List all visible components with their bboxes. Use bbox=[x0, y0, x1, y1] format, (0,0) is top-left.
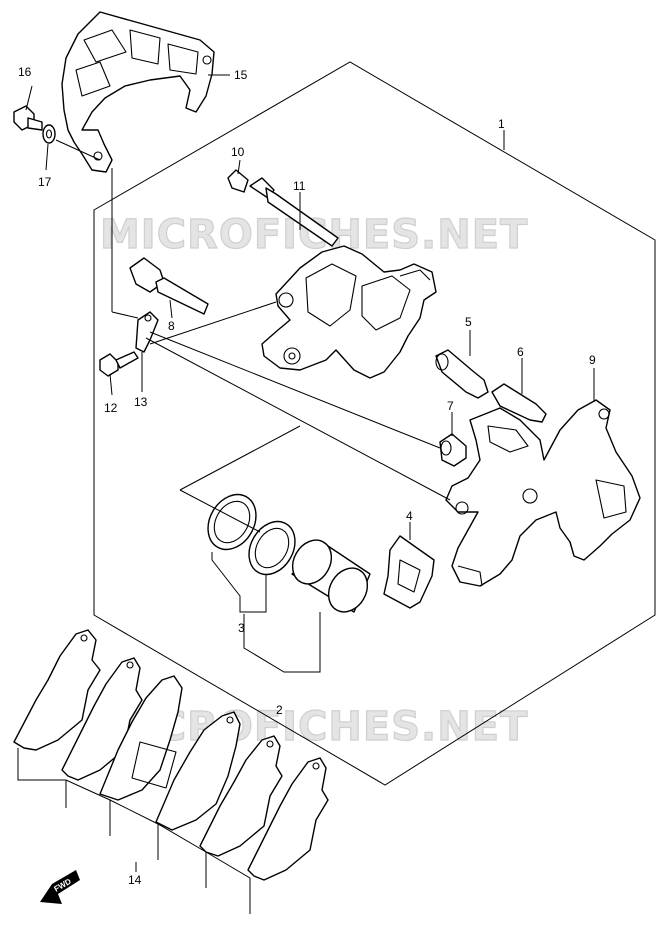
callout-6: 6 bbox=[517, 345, 524, 359]
callout-11: 11 bbox=[293, 179, 306, 193]
callout-13: 13 bbox=[134, 395, 148, 409]
callout-9: 9 bbox=[589, 353, 596, 367]
callout-17: 17 bbox=[38, 175, 52, 189]
callout-10: 10 bbox=[231, 145, 245, 159]
callout-14: 14 bbox=[128, 873, 142, 887]
part-14-brake-pads[interactable] bbox=[13, 629, 329, 881]
part-8-slide-pin[interactable] bbox=[129, 257, 209, 315]
part-9-caliper-bracket[interactable] bbox=[445, 399, 641, 587]
callout-16: 16 bbox=[18, 65, 32, 79]
callout-15: 15 bbox=[234, 68, 248, 82]
callout-5: 5 bbox=[465, 315, 472, 329]
part-7-boot[interactable] bbox=[439, 433, 467, 467]
forward-direction-arrow: FWD bbox=[40, 870, 80, 904]
caliper-assembly-boundary bbox=[93, 61, 656, 786]
part-17-washer[interactable] bbox=[42, 124, 56, 144]
part-3-piston-seal[interactable] bbox=[198, 486, 265, 558]
callout-7: 7 bbox=[447, 399, 454, 413]
part-15-caliper-guard[interactable] bbox=[61, 11, 215, 173]
part-13-bleeder-cap[interactable] bbox=[135, 311, 159, 353]
part-3-dust-seal[interactable] bbox=[240, 513, 304, 582]
part-10-pin-boot[interactable] bbox=[227, 169, 249, 193]
part-11-slide-pin[interactable] bbox=[249, 177, 339, 247]
caliper-body[interactable] bbox=[261, 245, 437, 379]
callout-3: 3 bbox=[238, 621, 245, 635]
part-12-bleeder-screw[interactable] bbox=[99, 351, 139, 377]
callout-4: 4 bbox=[406, 509, 413, 523]
callout-12: 12 bbox=[104, 401, 118, 415]
part-2-piston[interactable] bbox=[285, 533, 375, 619]
callout-1: 1 bbox=[498, 117, 505, 131]
part-4-pad-spring[interactable] bbox=[383, 535, 435, 609]
leader-lines bbox=[17, 74, 595, 914]
part-6-pin-bolt[interactable] bbox=[491, 383, 547, 423]
callout-8: 8 bbox=[168, 319, 175, 333]
watermark-top: MICROFICHES.NET bbox=[100, 212, 528, 258]
part-5-sleeve[interactable] bbox=[435, 349, 489, 399]
part-16-guard-bolt[interactable] bbox=[13, 105, 43, 131]
callout-2: 2 bbox=[276, 703, 283, 717]
guard-bolt-axis bbox=[55, 139, 101, 161]
